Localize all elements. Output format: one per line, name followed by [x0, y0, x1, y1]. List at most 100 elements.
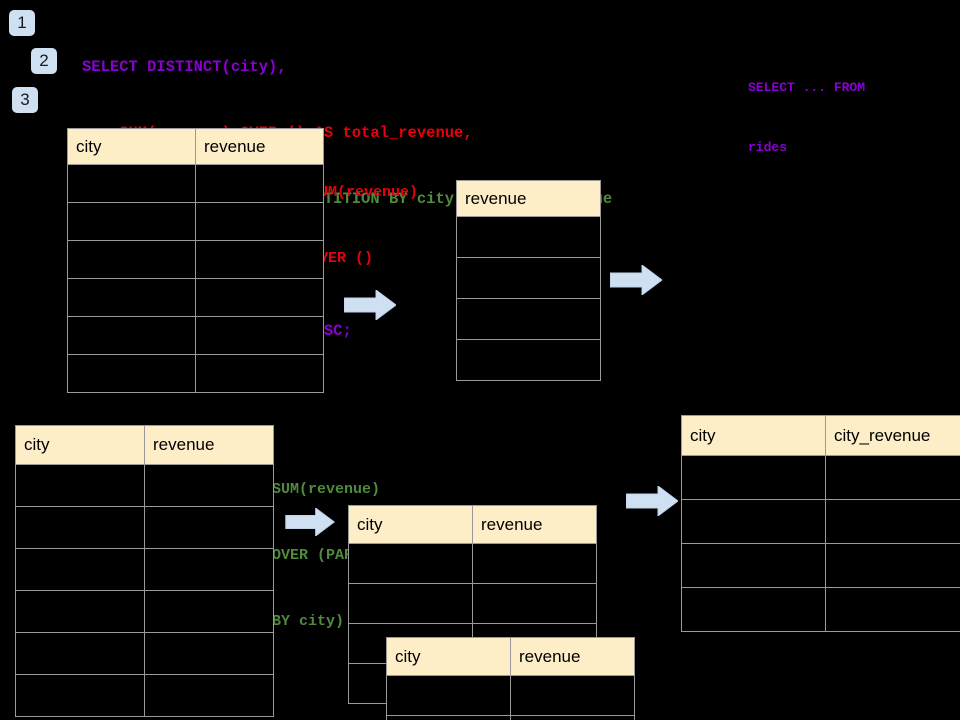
table-row[interactable]	[681, 543, 960, 588]
column-header-revenue: revenue	[456, 180, 601, 217]
table-row[interactable]	[681, 455, 960, 500]
table-row[interactable]	[348, 543, 597, 584]
table-row[interactable]	[681, 587, 960, 632]
table-result[interactable]: city city_revenue	[681, 415, 960, 632]
cell-revenue[interactable]	[144, 548, 274, 591]
table-row[interactable]	[348, 583, 597, 624]
cell-city[interactable]	[15, 590, 145, 633]
sql-line-1: SELECT DISTINCT(city),	[82, 58, 287, 76]
cell-city[interactable]	[67, 202, 196, 241]
table-row[interactable]	[456, 298, 601, 340]
side-note-line-1: SELECT ... FROM	[748, 80, 866, 95]
table-row[interactable]	[15, 548, 274, 591]
cell-city[interactable]	[348, 583, 473, 624]
column-header-revenue: revenue	[472, 505, 597, 544]
step-badge-1[interactable]: 1	[9, 10, 35, 36]
cell-revenue[interactable]	[195, 164, 324, 203]
cell-city-revenue[interactable]	[825, 499, 960, 544]
cell-city[interactable]	[681, 499, 826, 544]
annotation-city-revenue-line-1: SUM(revenue)	[272, 481, 381, 498]
cell-revenue[interactable]	[144, 590, 274, 633]
table-row[interactable]	[386, 675, 635, 716]
table-row[interactable]	[456, 257, 601, 299]
arrow-source-to-total	[344, 290, 396, 320]
cell-revenue[interactable]	[195, 202, 324, 241]
step-badge-2[interactable]: 2	[31, 48, 57, 74]
cell-city[interactable]	[386, 675, 511, 716]
cell-city[interactable]	[15, 674, 145, 717]
table-row[interactable]	[15, 590, 274, 633]
cell-revenue[interactable]	[195, 240, 324, 279]
cell-city[interactable]	[681, 543, 826, 588]
table-row[interactable]	[67, 354, 324, 393]
table-total-revenue[interactable]: revenue	[456, 180, 601, 381]
cell-revenue[interactable]	[456, 298, 601, 340]
arrow-total-to-result	[610, 265, 662, 295]
cell-city-revenue[interactable]	[825, 543, 960, 588]
column-header-city-revenue: city_revenue	[825, 415, 960, 456]
cell-city[interactable]	[67, 164, 196, 203]
table-row[interactable]	[386, 715, 635, 720]
cell-city[interactable]	[681, 587, 826, 632]
table-source-top[interactable]: city revenue	[67, 128, 324, 393]
table-partition-b[interactable]: city revenue	[386, 637, 635, 720]
cell-revenue[interactable]	[144, 506, 274, 549]
cell-revenue[interactable]	[456, 216, 601, 258]
cell-city[interactable]	[15, 632, 145, 675]
cell-city[interactable]	[67, 354, 196, 393]
table-row[interactable]	[456, 339, 601, 381]
column-header-city: city	[386, 637, 511, 676]
cell-revenue[interactable]	[195, 316, 324, 355]
cell-revenue[interactable]	[510, 675, 635, 716]
column-header-city: city	[67, 128, 196, 165]
cell-city[interactable]	[386, 715, 511, 720]
cell-city[interactable]	[67, 278, 196, 317]
table-row[interactable]	[681, 499, 960, 544]
cell-city[interactable]	[15, 548, 145, 591]
column-header-city: city	[681, 415, 826, 456]
table-header-row: city city_revenue	[681, 415, 960, 456]
cell-revenue[interactable]	[510, 715, 635, 720]
cell-city[interactable]	[15, 506, 145, 549]
table-row[interactable]	[15, 464, 274, 507]
cell-city-revenue[interactable]	[825, 455, 960, 500]
cell-city[interactable]	[15, 464, 145, 507]
cell-revenue[interactable]	[456, 257, 601, 299]
cell-city[interactable]	[681, 455, 826, 500]
cell-revenue[interactable]	[456, 339, 601, 381]
side-note-line-2: rides	[748, 140, 788, 155]
table-header-row: city revenue	[15, 425, 274, 465]
cell-revenue[interactable]	[144, 464, 274, 507]
cell-city[interactable]	[67, 316, 196, 355]
table-row[interactable]	[67, 164, 324, 203]
table-row[interactable]	[15, 506, 274, 549]
column-header-city: city	[15, 425, 145, 465]
table-row[interactable]	[67, 316, 324, 355]
cell-revenue[interactable]	[472, 543, 597, 584]
cell-city-revenue[interactable]	[825, 587, 960, 632]
table-row[interactable]	[15, 632, 274, 675]
cell-city[interactable]	[67, 240, 196, 279]
table-row[interactable]	[67, 240, 324, 279]
table-row[interactable]	[15, 674, 274, 717]
table-row[interactable]	[67, 278, 324, 317]
cell-revenue[interactable]	[195, 354, 324, 393]
side-note-select-from: SELECT ... FROM rides	[748, 38, 865, 198]
table-row[interactable]	[456, 216, 601, 258]
cell-city[interactable]	[348, 543, 473, 584]
column-header-revenue: revenue	[144, 425, 274, 465]
annotation-city-revenue-line-3: BY city)	[272, 613, 345, 630]
table-source-bottom[interactable]: city revenue	[15, 425, 274, 717]
column-header-revenue: revenue	[195, 128, 324, 165]
annotation-total-revenue: SUM(revenue) OVER ()	[310, 138, 418, 314]
cell-revenue[interactable]	[195, 278, 324, 317]
arrow-partition-to-result	[626, 486, 678, 516]
step-badge-3[interactable]: 3	[12, 87, 38, 113]
table-row[interactable]	[67, 202, 324, 241]
cell-revenue[interactable]	[472, 583, 597, 624]
cell-revenue[interactable]	[144, 674, 274, 717]
column-header-city: city	[348, 505, 473, 544]
cell-revenue[interactable]	[144, 632, 274, 675]
annotation-total-revenue-line-2: OVER ()	[310, 250, 374, 267]
